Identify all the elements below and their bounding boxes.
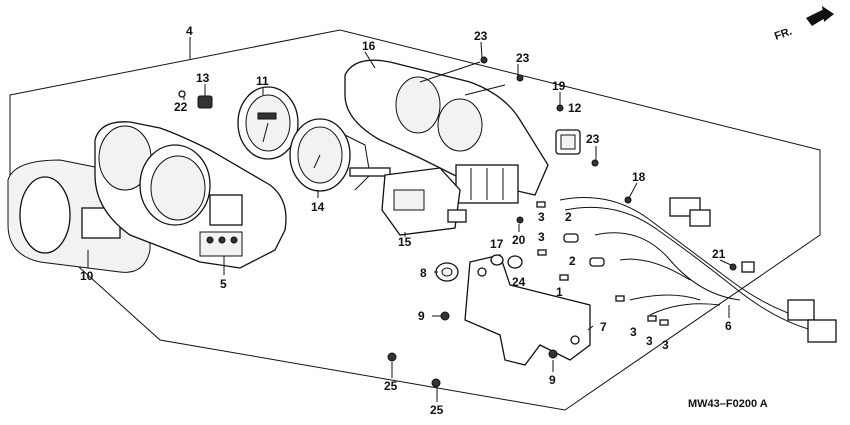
callout-3: 3	[538, 230, 545, 244]
callout-25: 25	[384, 379, 398, 393]
part-6-wire-harness	[559, 197, 837, 343]
callout-3: 3	[646, 334, 653, 348]
callout-3: 3	[538, 210, 545, 224]
small-bulbs-part-3	[536, 201, 669, 326]
callout-5: 5	[220, 277, 227, 291]
bolts	[387, 56, 737, 388]
part-13-bulb-socket	[197, 95, 213, 109]
part-8-grommet	[435, 262, 459, 282]
callout-3: 3	[662, 338, 669, 352]
callout-10: 10	[80, 269, 94, 283]
part-12-grommet	[555, 129, 581, 155]
leader-lines	[87, 41, 732, 402]
part-5-meter-case	[94, 121, 287, 269]
callout-2: 2	[565, 210, 572, 224]
part-22-screw	[178, 90, 186, 98]
part-17-collar	[490, 254, 504, 266]
callout-12: 12	[568, 101, 582, 115]
callout-6: 6	[725, 319, 732, 333]
callout-7: 7	[600, 320, 607, 334]
callout-8: 8	[420, 266, 427, 280]
callout-24: 24	[512, 275, 526, 289]
part-2-bulb-a	[563, 233, 579, 243]
part-24-grommet	[507, 255, 523, 269]
callout-25: 25	[430, 403, 444, 417]
callout-18: 18	[632, 170, 646, 184]
callout-2: 2	[569, 254, 576, 268]
part-11-tachometer	[237, 86, 299, 160]
callout-13: 13	[196, 71, 210, 85]
callout-23: 23	[516, 51, 530, 65]
callout-11: 11	[256, 74, 269, 88]
part-16-meter-cover	[344, 59, 549, 204]
callout-19: 19	[552, 79, 566, 93]
callout-17: 17	[490, 237, 504, 251]
drawing-code: MW43–F0200 A	[688, 398, 768, 410]
callout-9: 9	[418, 309, 425, 323]
part-15-indicator-unit	[381, 167, 467, 236]
part-14-speedometer	[289, 118, 391, 192]
callout-3: 3	[630, 325, 637, 339]
callout-9: 9	[549, 373, 556, 387]
callout-20: 20	[512, 233, 526, 247]
callout-16: 16	[362, 39, 376, 53]
callout-23: 23	[474, 29, 488, 43]
front-direction-arrow-icon	[806, 6, 834, 26]
part-2-bulb-b	[589, 257, 605, 267]
direction-label: FR.	[773, 25, 794, 42]
callout-15: 15	[398, 235, 412, 249]
part-7-meter-bracket	[464, 254, 591, 366]
callout-21: 21	[712, 247, 726, 261]
callout-22: 22	[174, 100, 188, 114]
callout-14: 14	[311, 200, 325, 214]
callout-23: 23	[586, 132, 600, 146]
callout-1: 1	[556, 285, 563, 299]
callout-4: 4	[186, 24, 193, 38]
